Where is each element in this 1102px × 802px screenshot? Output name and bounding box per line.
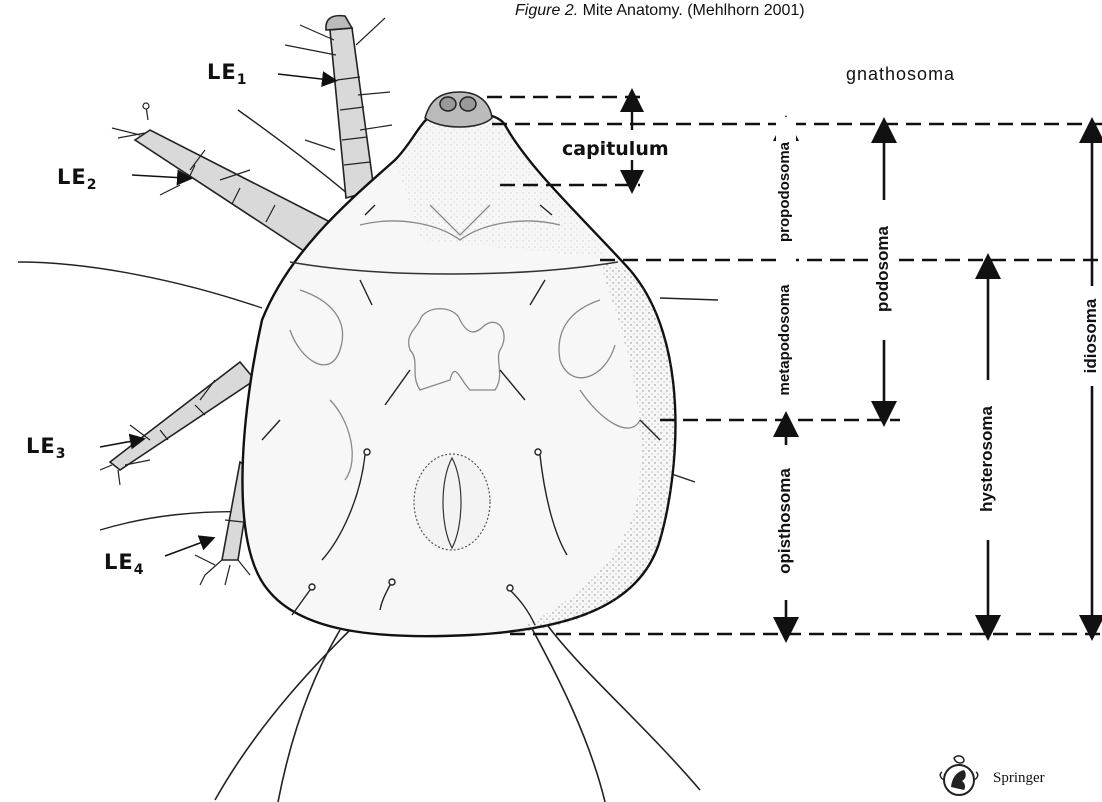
- leg-label-le4: LE4: [104, 550, 144, 578]
- leg-label-sub: 1: [237, 72, 248, 88]
- leg-3: [100, 362, 255, 485]
- mite-body: [242, 110, 675, 637]
- leg-label-base: LE: [57, 165, 87, 189]
- leg-label-base: LE: [26, 434, 56, 458]
- label-capitulum: capitulum: [558, 138, 673, 160]
- gnathosoma-mouthparts: [425, 92, 492, 127]
- leg-1: [285, 16, 392, 198]
- publisher-name: Springer: [993, 770, 1045, 787]
- anal-plate: [414, 454, 490, 550]
- label-propodosoma: propodosoma: [776, 117, 796, 267]
- leg-2: [112, 103, 330, 255]
- figure-caption: Figure 2. Mite Anatomy. (Mehlhorn 2001): [515, 2, 805, 20]
- label-hysterosoma: hysterosoma: [977, 399, 999, 519]
- leg-label-sub: 4: [134, 562, 145, 578]
- label-podosoma: podosoma: [873, 219, 895, 319]
- leg-label-le3: LE3: [26, 434, 66, 462]
- label-idiosoma: idiosoma: [1081, 286, 1102, 386]
- leg-label-le1: LE1: [207, 60, 247, 88]
- springer-horse-logo-icon: [934, 752, 984, 798]
- leg-label-base: LE: [104, 550, 134, 574]
- label-opisthosoma: opisthosoma: [775, 456, 797, 586]
- leg-label-sub: 2: [87, 177, 98, 193]
- label-gnathosoma: gnathosoma: [846, 64, 955, 85]
- figure-caption-text: Mite Anatomy. (Mehlhorn 2001): [578, 2, 804, 19]
- label-metapodosoma: metapodosoma: [776, 270, 796, 410]
- leg-label-base: LE: [207, 60, 237, 84]
- leg-label-le2: LE2: [57, 165, 97, 193]
- figure-number: Figure 2.: [515, 2, 578, 19]
- posterior-setae: [215, 622, 700, 802]
- leg-label-sub: 3: [56, 446, 67, 462]
